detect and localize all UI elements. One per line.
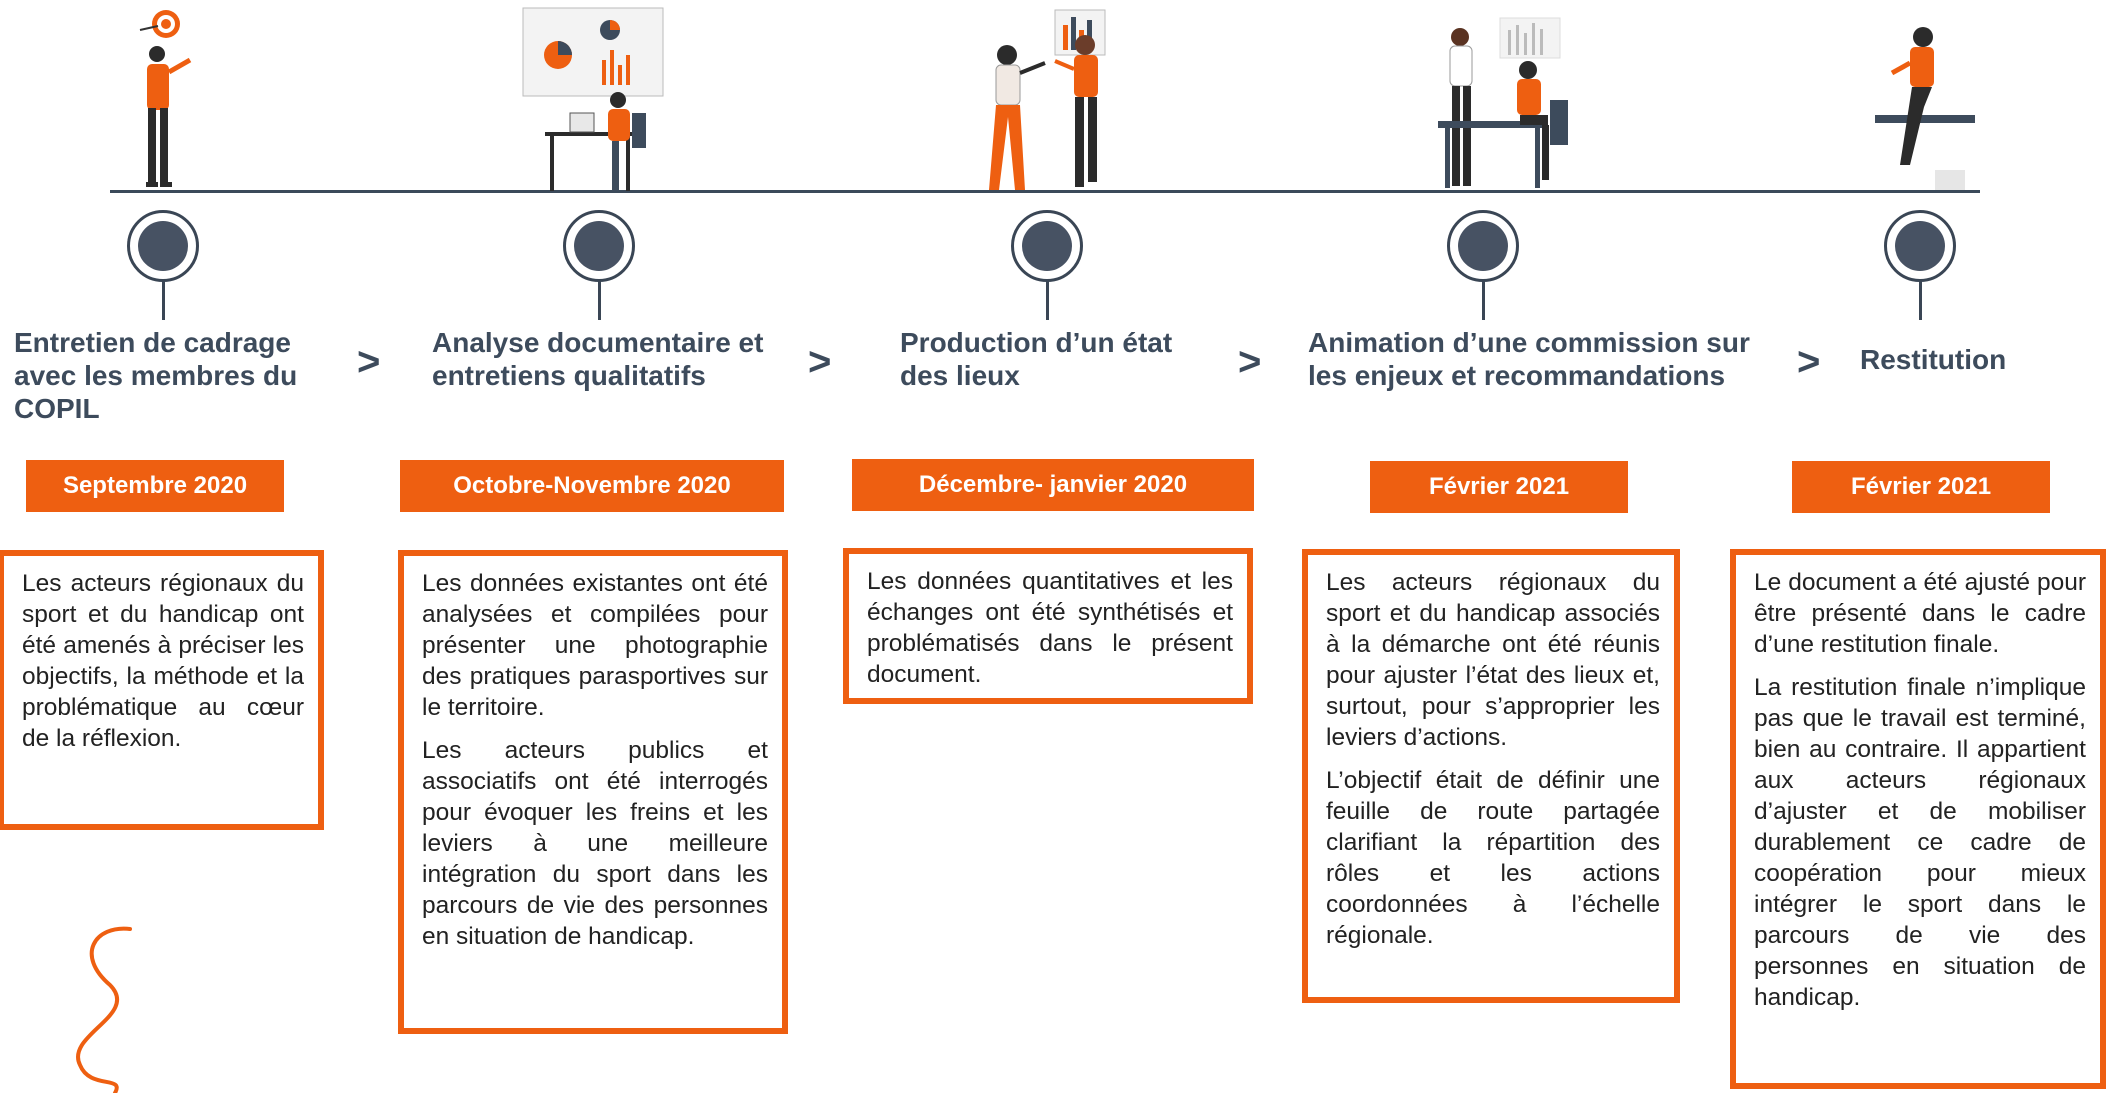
stage-title: Animation d’une commission sur les enjeu… [1308,327,1750,391]
stage-paragraph: Les données existantes ont été analysées… [422,570,768,721]
stage-date-badge: Septembre 2020 [26,460,284,512]
stage-paragraph: La restitution finale n’implique pas que… [1754,674,2086,1011]
timeline-axis [110,190,1980,193]
timeline-stem [162,280,165,320]
commission-table-illustration [1438,17,1568,188]
timeline-node [1447,210,1519,282]
analysis-desk-illustration [522,7,664,191]
stage-title: Entretien de cadrage avec les membres du… [14,327,298,424]
stage-paragraph: Les acteurs régionaux du sport et du han… [22,570,304,752]
timeline-stem [1046,280,1049,320]
stage-description-card: Les acteurs régionaux du sport et du han… [0,550,324,830]
stage-paragraph: Les acteurs publics et associatifs ont é… [422,737,768,950]
timeline-stem [598,280,601,320]
stage-paragraph: Le document a été ajusté pour être prése… [1754,569,2086,658]
stage-description-card: Les données existantes ont été analysées… [398,550,788,1034]
decorative-squiggle [76,926,132,1093]
restitution-person-illustration [1875,27,1975,190]
timeline-node [563,210,635,282]
stage-date-badge: Février 2021 [1792,461,2050,513]
stage-paragraph: L’objectif était de définir une feuille … [1326,767,1660,949]
person-target-illustration [139,10,192,187]
separator-chevron: > [1797,340,1821,384]
timeline-node [1011,210,1083,282]
separator-chevron: > [1238,340,1262,384]
separator-chevron: > [808,340,832,384]
stage-title: Analyse documentaire et entretiens quali… [432,327,764,391]
stage-title: Restitution [1860,344,2007,375]
separator-chevron: > [357,340,381,384]
stage-date-badge: Février 2021 [1370,461,1628,513]
two-people-illustration [989,9,1106,190]
stage-description-card: Les données quantitatives et les échange… [843,548,1253,704]
stage-paragraph: Les données quantitatives et les échange… [867,568,1233,688]
stage-title: Production d’un état des lieux [900,327,1173,391]
stage-description-card: Les acteurs régionaux du sport et du han… [1302,549,1680,1003]
timeline-stem [1919,280,1922,320]
timeline-node [1884,210,1956,282]
timeline-node [127,210,199,282]
timeline-stem [1482,280,1485,320]
stage-paragraph: Les acteurs régionaux du sport et du han… [1326,569,1660,751]
stage-date-badge: Octobre-Novembre 2020 [400,460,784,512]
stage-date-badge: Décembre- janvier 2020 [852,459,1254,511]
stage-description-card: Le document a été ajusté pour être prése… [1730,549,2106,1089]
